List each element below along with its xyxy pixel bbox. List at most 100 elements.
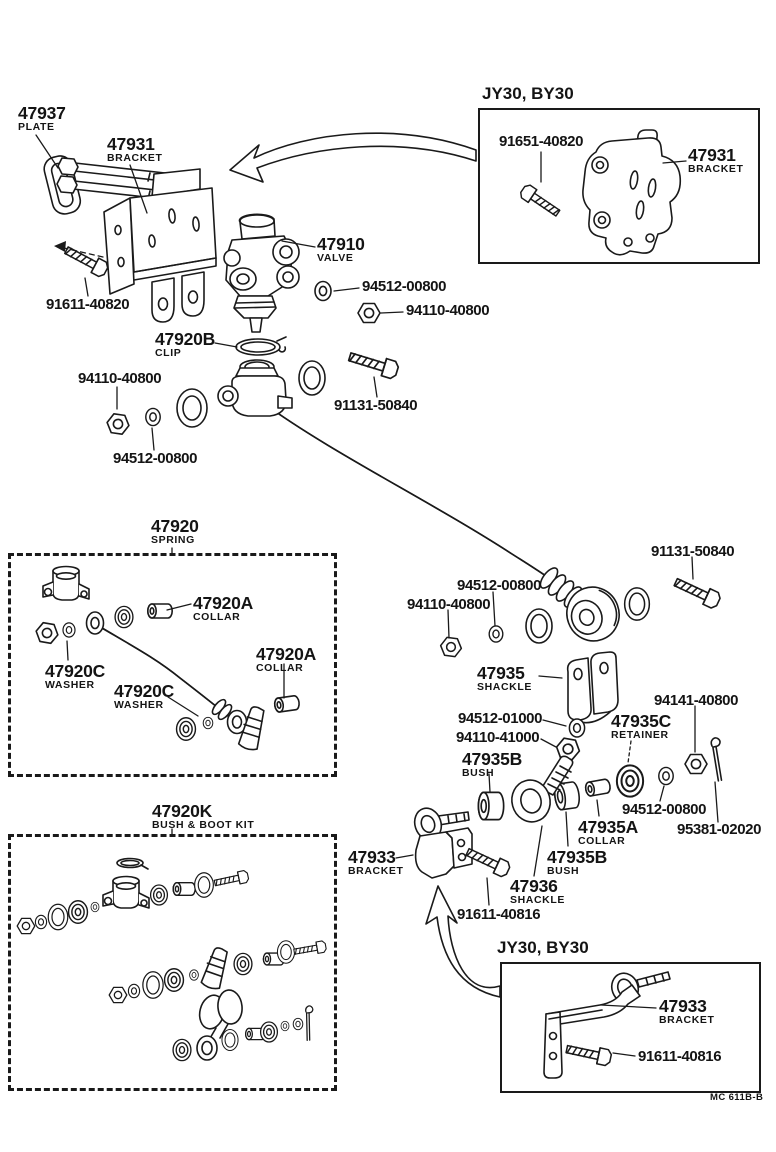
part-label: WASHER [114,699,164,712]
part-label: SHACKLE [477,681,532,694]
part-number: 47935B [462,749,523,769]
callout-47933-bracket-inset: 47933 BRACKET [659,997,715,1026]
spring-kit-box [8,553,337,777]
ring-right-of-drum [623,587,651,621]
part-number: 95381-02020 [677,821,762,838]
part-label: BRACKET [348,865,404,878]
part-label: BRACKET [107,152,163,165]
part-label: BRACKET [688,163,744,176]
part-label: COLLAR [193,611,241,624]
valve-housing-drawing [176,359,326,428]
bolt-91131-lower [671,573,723,611]
callout-47935c-retainer: 47935C RETAINER [611,712,671,741]
callout-47931-bracket: 47931 BRACKET [107,135,163,164]
bracket-47933-inset-drawing [543,971,671,1079]
nut-94110-mid [438,635,464,659]
callout-94110-40800-top: 94110-40800 [406,303,490,319]
inset-pointer-arrow-top [229,132,477,183]
callout-47920k-kit: 47920K BUSH & BOOT KIT [152,802,254,831]
ring-left-of-drum [525,608,553,644]
spring-end-drawing [539,567,620,642]
part-label: PLATE [18,121,55,134]
part-number: 91611-40820 [46,296,130,313]
part-label: BUSH & BOOT KIT [152,819,255,832]
part-number: 47920A [256,644,317,664]
leader-lines [35,134,719,1057]
callout-47936-shackle: 47936 SHACKLE [510,877,565,906]
callout-47933-bracket: 47933 BRACKET [348,848,404,877]
part-number: 91131-50840 [651,543,735,560]
figure-code: MC 611B-B [710,1092,764,1103]
part-number: 47937 [18,103,66,123]
part-number: 47935 [477,663,525,683]
part-number: 47935C [611,711,672,731]
callout-94110-40800-left: 94110-40800 [78,371,162,387]
callout-47937-plate: 47937 PLATE [18,104,66,133]
bush-boot-kit-contents [16,857,328,1062]
part-label: VALVE [317,252,354,265]
callout-91611-40816-inset: 91611-40816 [638,1049,722,1065]
callout-47920c-washer-2: 47920C WASHER [114,682,174,711]
bracket-47931-inset-drawing [517,129,682,256]
callout-94141-40800: 94141-40800 [654,693,738,709]
nut-94110-top [357,302,381,324]
bush-47935b-left-drawing [477,791,505,821]
part-number: 47920 [151,516,199,536]
callout-94512-00800-low: 94512-00800 [622,802,706,818]
part-number: 91651-40820 [499,133,584,150]
part-label: COLLAR [256,662,304,675]
callout-47920a-collar-1: 47920A COLLAR [193,594,253,623]
inset-box-top-jy30 [478,108,760,264]
part-number: 47933 [348,847,396,867]
bracket-47933-drawing [413,807,473,879]
bolt-91131-upper [346,347,401,381]
bolt-91611-40820-drawing [54,241,111,280]
callout-94512-00800-mid: 94512-00800 [457,578,541,594]
nut-94141-drawing [684,753,708,775]
callout-47931-bracket-inset: 47931 BRACKET [688,146,744,175]
callout-95381-02020: 95381-02020 [677,822,761,838]
part-number: 47936 [510,876,558,896]
clip-47920b-drawing [235,336,287,356]
callout-94512-00800-top: 94512-00800 [362,279,446,295]
callout-94110-41000: 94110-41000 [456,730,540,746]
part-number: 47920C [45,661,106,681]
part-label: BRACKET [659,1014,715,1027]
part-number: 47931 [688,145,736,165]
part-label: COLLAR [578,835,626,848]
part-number: 94512-00800 [622,801,707,818]
part-number: 47920B [155,329,216,349]
valve-47910-drawing [223,213,300,333]
part-number: 47920A [193,593,254,613]
part-number: 47935A [578,817,639,837]
washer-94512-left [145,407,161,427]
callout-91611-40820: 91611-40820 [46,296,130,313]
part-label: CLIP [155,347,182,360]
part-label: WASHER [45,679,95,692]
part-number: 47935B [547,847,608,867]
part-number: 94512-01000 [458,710,543,727]
callout-47920b-clip: 47920B CLIP [155,330,215,359]
callout-91131-50840-upper: 91131-50840 [334,398,418,414]
callout-91651-40820-inset: 91651-40820 [499,134,583,150]
cotter-pin-95381-drawing [706,736,727,782]
part-number: 91611-40816 [457,906,541,923]
callout-94512-01000: 94512-01000 [458,711,542,727]
callout-47910-valve: 47910 VALVE [317,235,365,264]
inset-title-bottom: JY30, BY30 [497,938,589,957]
washer-94512-low [658,766,674,786]
bracket-47931-drawing [103,168,217,323]
callout-91611-40816: 91611-40816 [457,906,541,923]
part-number: 94512-00800 [113,450,198,467]
part-number: 47920C [114,681,175,701]
part-number: 94512-00800 [457,577,542,594]
bush-boot-kit-box [8,834,337,1091]
part-number: 47931 [107,134,155,154]
washer-94512-01000-drawing [568,718,586,738]
collar-47935a-drawing [583,777,612,798]
washer-94512-top [314,280,332,302]
part-label: SPRING [151,534,195,547]
shackle-47936-drawing [511,755,574,823]
